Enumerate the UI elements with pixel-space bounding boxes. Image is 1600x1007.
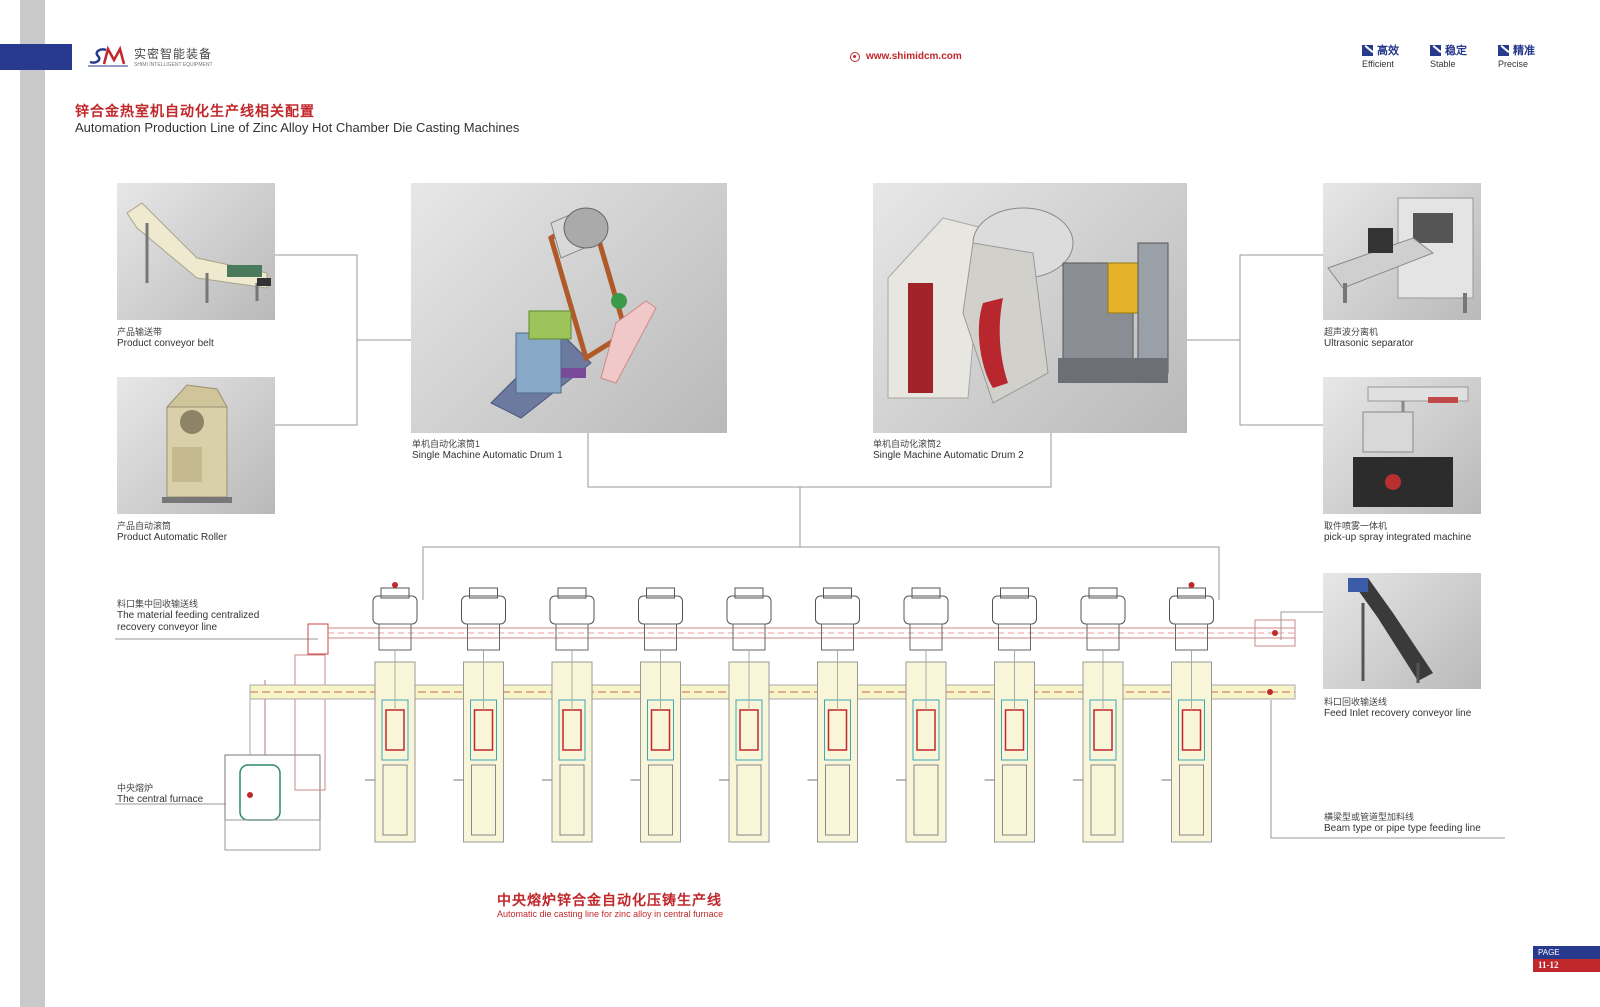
photo-product-conveyor-belt [117, 183, 275, 320]
diagram-title-chinese: 中央熔炉锌合金自动化压铸生产线 [497, 892, 722, 908]
page-label: PAGE [1533, 946, 1600, 959]
feature-efficient: 高效 Efficient [1362, 42, 1430, 69]
central-furnace-drawing [224, 623, 329, 851]
caption-cn: 中央熔炉 [117, 783, 154, 793]
die-casting-machine-unit [807, 587, 860, 843]
drum-2-image [887, 207, 1169, 404]
caption-en-line-2: recovery conveyor line [117, 622, 218, 633]
die-casting-machine-unit [630, 587, 683, 843]
caption-material-feeding-line: 料口集中回收输送线 The material feeding centraliz… [117, 598, 259, 634]
caption-cn: 料口集中回收输送线 [117, 599, 199, 609]
production-line-diagram [224, 582, 1296, 851]
die-casting-machine-unit [365, 582, 418, 843]
check-box-icon [1362, 44, 1373, 56]
caption-product-automatic-roller: 产品自动滚筒 Product Automatic Roller [117, 520, 227, 544]
photo-single-machine-drum-2 [873, 183, 1187, 433]
photo-pick-up-spray-machine [1323, 377, 1481, 514]
caption-en: Feed Inlet recovery conveyor line [1324, 708, 1472, 719]
caption-en: Product Automatic Roller [117, 532, 228, 543]
caption-ultrasonic-separator: 超声波分离机 Ultrasonic separator [1324, 326, 1413, 350]
die-casting-machine-unit [896, 587, 949, 843]
caption-cn: 单机自动化滚筒1 [412, 439, 481, 449]
automatic-roller-image [162, 384, 232, 503]
feature-cn-label: 精准 [1513, 45, 1535, 57]
feature-en-label: Efficient [1362, 59, 1394, 69]
die-casting-machine-unit [453, 587, 506, 843]
die-casting-machine-unit [542, 587, 595, 843]
page-number: 11-12 [1533, 959, 1600, 972]
caption-en: pick-up spray integrated machine [1324, 532, 1472, 543]
die-casting-machine-unit [1161, 582, 1214, 843]
caption-cn: 产品输送带 [117, 327, 163, 337]
caption-cn: 取件喷雾一体机 [1324, 521, 1388, 531]
caption-en-line-1: The material feeding centralized [117, 610, 260, 621]
caption-en: Ultrasonic separator [1324, 338, 1414, 349]
page-title-english: Automation Production Line of Zinc Alloy… [75, 120, 520, 135]
caption-central-furnace: 中央熔炉 The central furnace [117, 782, 203, 806]
check-box-icon [1498, 44, 1509, 56]
top-recovery-rail [328, 619, 1296, 647]
caption-cn: 横梁型或管道型加料线 [1324, 812, 1415, 822]
photo-product-automatic-roller [117, 377, 275, 514]
drum-1-image [490, 207, 657, 419]
feature-cn-label: 高效 [1377, 45, 1399, 57]
caption-single-machine-drum-1: 单机自动化滚筒1 Single Machine Automatic Drum 1 [412, 438, 563, 462]
sm-logo-icon [88, 45, 128, 67]
caption-en: Beam type or pipe type feeding line [1324, 823, 1481, 834]
website-link[interactable]: www.shimidcm.com [850, 51, 962, 62]
die-casting-machine-unit [984, 587, 1037, 843]
header-accent-bar [0, 44, 72, 70]
die-casting-machine-unit [719, 587, 772, 843]
caption-en: Product conveyor belt [117, 338, 214, 349]
website-url: www.shimidcm.com [866, 51, 962, 62]
caption-pick-up-spray-machine: 取件喷雾一体机 pick-up spray integrated machine [1324, 520, 1471, 544]
photo-feed-inlet-conveyor [1323, 573, 1481, 689]
caption-en: The central furnace [117, 794, 204, 805]
caption-feed-inlet-conveyor: 料口回收输送线 Feed Inlet recovery conveyor lin… [1324, 696, 1471, 720]
caption-product-conveyor-belt: 产品输送带 Product conveyor belt [117, 326, 214, 350]
pick-up-spray-image [1353, 386, 1469, 507]
feature-badges: 高效 Efficient 稳定 Stable 精准 Precise [1362, 42, 1566, 69]
target-icon [850, 51, 860, 62]
page-title-chinese: 锌合金热室机自动化生产线相关配置 [75, 103, 315, 119]
feature-en-label: Precise [1498, 59, 1529, 69]
company-logo: 实密智能装备 SHIMI INTELLIGENT EQUIPMENT [86, 44, 213, 68]
check-box-icon [1430, 44, 1441, 56]
caption-cn: 超声波分离机 [1324, 327, 1379, 337]
caption-cn: 产品自动滚筒 [117, 521, 172, 531]
caption-en: Single Machine Automatic Drum 1 [412, 450, 563, 461]
die-casting-machines [365, 582, 1214, 843]
feed-inlet-conveyor-image [1348, 578, 1433, 683]
logo-chinese-name: 实密智能装备 [134, 46, 213, 61]
caption-en: Single Machine Automatic Drum 2 [873, 450, 1024, 461]
page-number-badge: PAGE 11-12 [1533, 946, 1600, 973]
feature-stable: 稳定 Stable [1430, 42, 1498, 69]
caption-cn: 料口回收输送线 [1324, 697, 1388, 707]
feature-precise: 精准 Precise [1498, 42, 1566, 69]
photo-single-machine-drum-1 [411, 183, 727, 433]
photo-ultrasonic-separator [1323, 183, 1481, 320]
caption-cn: 单机自动化滚筒2 [873, 439, 942, 449]
caption-beam-type-feeding-line: 横梁型或管道型加料线 Beam type or pipe type feedin… [1324, 811, 1481, 835]
caption-single-machine-drum-2: 单机自动化滚筒2 Single Machine Automatic Drum 2 [873, 438, 1024, 462]
left-side-bar [20, 0, 45, 1007]
logo-english-name: SHIMI INTELLIGENT EQUIPMENT [134, 61, 213, 68]
diagram-title-english: Automatic die casting line for zinc allo… [497, 909, 724, 919]
ultrasonic-separator-image [1327, 197, 1474, 313]
feature-cn-label: 稳定 [1445, 45, 1467, 57]
die-casting-machine-unit [1073, 587, 1126, 843]
feature-en-label: Stable [1430, 59, 1456, 69]
conveyor-belt-image [126, 202, 271, 303]
